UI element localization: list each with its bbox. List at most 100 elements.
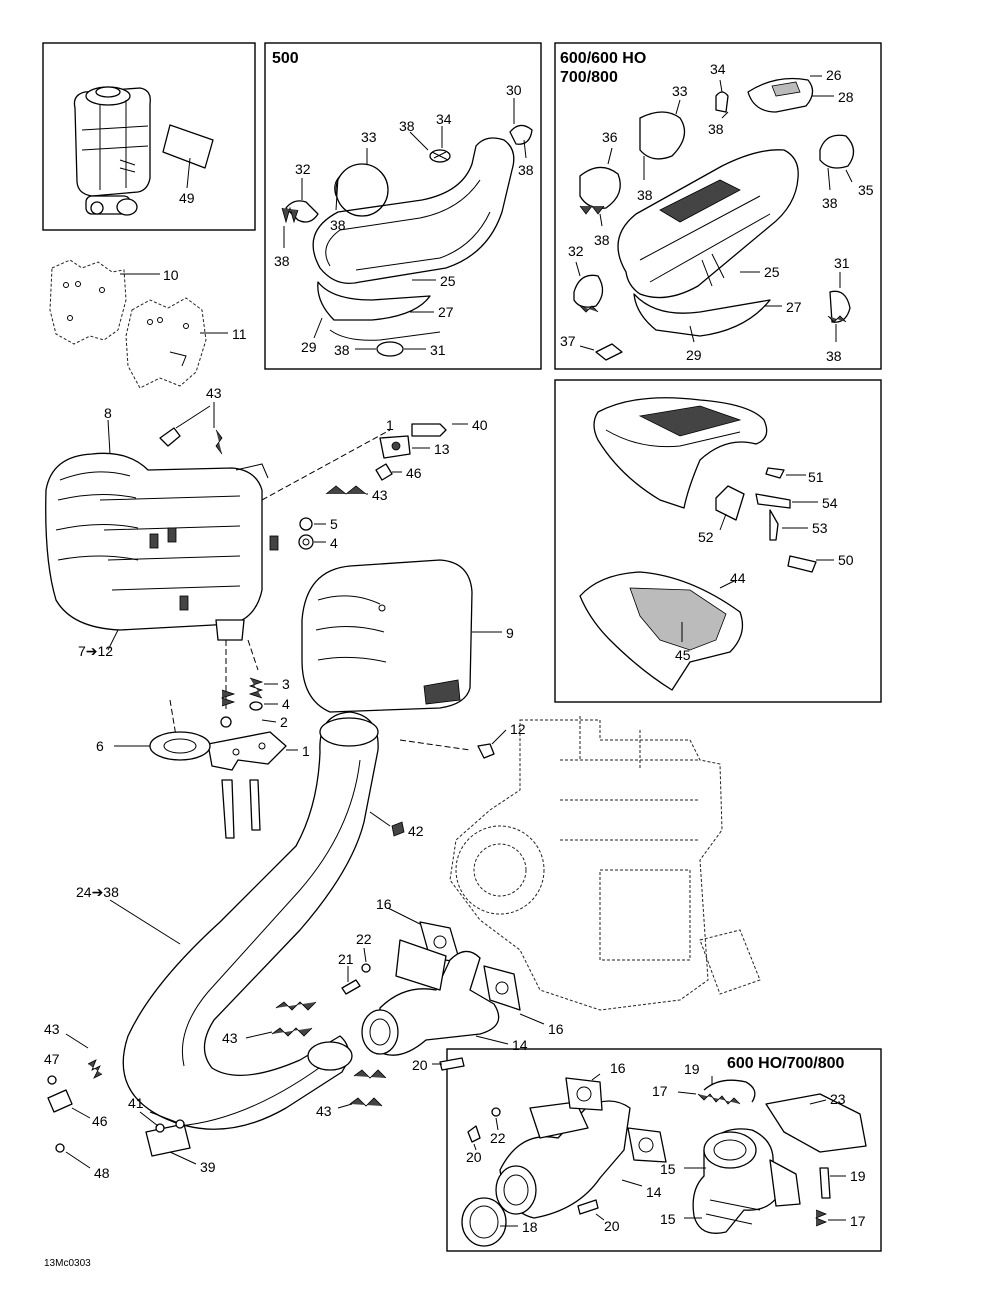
spring-34-500 <box>429 149 451 163</box>
heat-shield-26 <box>747 77 814 113</box>
callout-3: 3 <box>282 676 290 692</box>
tuned-pipe-600 <box>617 149 799 337</box>
callout-33a: 33 <box>361 129 377 145</box>
callout-25a: 25 <box>440 273 456 289</box>
callout-20a: 20 <box>412 1057 428 1073</box>
callout-46b: 46 <box>92 1113 108 1129</box>
callout-51: 51 <box>808 469 824 485</box>
heat-shield-upper <box>593 397 768 509</box>
callout-50: 50 <box>838 552 854 568</box>
spring-42 <box>391 821 405 837</box>
callout-1b: 1 <box>302 743 310 759</box>
exhaust-socket-15 <box>692 1128 801 1234</box>
callout-43b: 43 <box>372 487 388 503</box>
callout-20c: 20 <box>604 1218 620 1234</box>
callout-8: 8 <box>104 405 112 421</box>
bolt-20-ho-b <box>577 1199 599 1215</box>
bracket-1 <box>207 731 287 839</box>
spring-17-ho <box>814 1209 828 1227</box>
callout-24-38: 24➔38 <box>76 884 119 900</box>
bracket-52 <box>715 485 745 521</box>
spring-40 <box>411 423 447 437</box>
callout-22b: 22 <box>490 1130 506 1146</box>
panel-600ho-title: 600 HO/700/800 <box>727 1055 845 1072</box>
ring-35-600 <box>819 134 855 169</box>
callout-37: 37 <box>560 333 576 349</box>
callout-29a: 29 <box>301 339 317 355</box>
callout-44: 44 <box>730 570 746 586</box>
spring-43-top <box>159 427 223 455</box>
muffler-8 <box>45 452 279 641</box>
callout-2: 2 <box>280 714 288 730</box>
clamp-31-500 <box>376 341 404 357</box>
callout-49: 49 <box>179 190 195 206</box>
bracket-46 <box>47 1089 73 1113</box>
callout-43e: 43 <box>44 1021 60 1037</box>
figure-code: 13Mc0303 <box>44 1258 91 1269</box>
callout-42: 42 <box>408 823 424 839</box>
callout-26: 26 <box>826 67 842 83</box>
callout-29b: 29 <box>686 347 702 363</box>
callout-17b: 17 <box>850 1213 866 1229</box>
bracket-19-ho <box>819 1167 831 1199</box>
pad-37 <box>595 343 623 361</box>
washer-4b <box>249 701 263 711</box>
panel-600-title-line2: 700/800 <box>560 69 618 86</box>
callout-52: 52 <box>698 529 714 545</box>
spring-43-left <box>87 1059 103 1079</box>
engine-block <box>449 716 761 1011</box>
callout-15a: 15 <box>660 1161 676 1177</box>
clip-51 <box>765 467 785 479</box>
gasket-16-b <box>483 965 521 1011</box>
callout-22a: 22 <box>356 931 372 947</box>
callout-30: 30 <box>506 82 522 98</box>
bolt-21 <box>341 979 361 995</box>
callout-47: 47 <box>44 1051 60 1067</box>
callout-4a: 4 <box>330 535 338 551</box>
panel-500-title: 500 <box>272 50 299 67</box>
clamp-31-600 <box>827 290 851 323</box>
callout-9: 9 <box>506 625 514 641</box>
spring-32-500 <box>281 200 319 224</box>
bolt-20-ho-a <box>467 1125 481 1143</box>
callout-43a: 43 <box>206 385 222 401</box>
callout-5: 5 <box>330 516 338 532</box>
callout-6: 6 <box>96 738 104 754</box>
gasket-11 <box>125 297 207 389</box>
callout-53: 53 <box>812 520 828 536</box>
callout-16c: 16 <box>610 1060 626 1076</box>
gasket-16-ho <box>565 1077 667 1163</box>
callout-38b: 38 <box>518 162 534 178</box>
heat-shield-44 <box>579 571 744 691</box>
nut-5 <box>299 517 313 531</box>
callout-46a: 46 <box>406 465 422 481</box>
callout-16a: 16 <box>376 896 392 912</box>
callout-11: 11 <box>232 326 247 342</box>
spring-34-600 <box>715 91 729 113</box>
callout-18: 18 <box>522 1219 538 1235</box>
bolt-20 <box>439 1057 465 1071</box>
callout-28: 28 <box>838 89 854 105</box>
tuned-pipe-500 <box>312 137 515 341</box>
callout-34a: 34 <box>436 111 452 127</box>
spring-43-lower <box>349 1069 387 1107</box>
label-decal-49 <box>162 124 214 169</box>
clamp-18 <box>461 1197 507 1247</box>
clamp-33-500 <box>334 163 389 217</box>
callout-25b: 25 <box>764 264 780 280</box>
callout-27a: 27 <box>438 304 454 320</box>
callout-21: 21 <box>338 951 354 967</box>
callout-32b: 32 <box>568 243 584 259</box>
gasket-23 <box>765 1093 867 1153</box>
grommet-13 <box>379 435 411 459</box>
washer-22 <box>361 963 371 973</box>
callout-14b: 14 <box>646 1184 662 1200</box>
clamp-36-600 <box>579 166 621 215</box>
callout-38d: 38 <box>274 253 290 269</box>
callout-41: 41 <box>128 1095 144 1111</box>
callout-38c: 38 <box>330 217 346 233</box>
callout-27b: 27 <box>786 299 802 315</box>
callout-54: 54 <box>822 495 838 511</box>
spring-17-19-ho <box>697 1079 756 1105</box>
callout-17a: 17 <box>652 1083 668 1099</box>
